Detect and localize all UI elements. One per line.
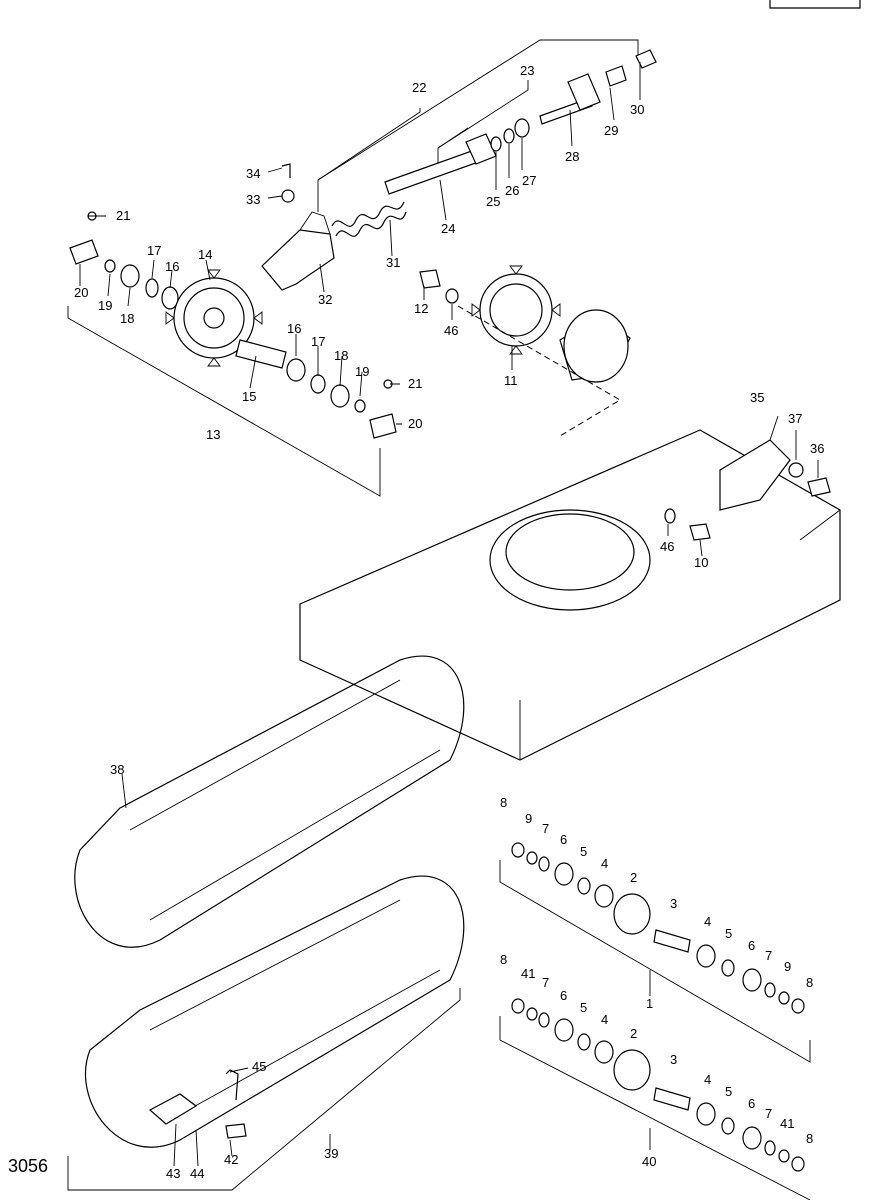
roller-group-40 <box>499 998 811 1200</box>
callout: 46 <box>660 539 674 554</box>
callout: 45 <box>252 1059 266 1074</box>
callout: 44 <box>190 1166 204 1181</box>
callout: 1 <box>646 996 653 1011</box>
callout: 6 <box>560 832 567 847</box>
callout-labels: 22 23 30 29 28 27 26 25 24 34 33 31 32 2… <box>74 63 824 1181</box>
callout: 42 <box>224 1152 238 1167</box>
callout: 7 <box>542 821 549 836</box>
callout: 5 <box>725 926 732 941</box>
roller-group-1 <box>499 842 811 1063</box>
callout: 41 <box>780 1116 794 1131</box>
callout: 8 <box>806 1131 813 1146</box>
callout: 4 <box>704 1072 711 1087</box>
callout: 2 <box>630 1026 637 1041</box>
callout: 34 <box>246 166 260 181</box>
callout: 43 <box>166 1166 180 1181</box>
callout: 7 <box>542 975 549 990</box>
callout: 6 <box>748 1096 755 1111</box>
callout: 20 <box>408 416 422 431</box>
callout: 29 <box>604 123 618 138</box>
callout: 3 <box>670 896 677 911</box>
callout: 21 <box>408 376 422 391</box>
callout: 33 <box>246 192 260 207</box>
callout: 10 <box>694 555 708 570</box>
callout: 11 <box>504 373 518 388</box>
callout: 7 <box>765 948 772 963</box>
callout: 19 <box>355 364 369 379</box>
idler-group <box>67 211 397 497</box>
callout: 25 <box>486 194 500 209</box>
callout: 31 <box>386 255 400 270</box>
callout: 23 <box>520 63 534 78</box>
callout: 5 <box>580 844 587 859</box>
callout: 9 <box>525 811 532 826</box>
callout: 4 <box>601 856 608 871</box>
callout: 39 <box>324 1146 338 1161</box>
callout: 9 <box>784 959 791 974</box>
callout: 7 <box>765 1106 772 1121</box>
tensioner-group <box>261 39 657 291</box>
diagram-code: 3056 <box>8 1156 48 1176</box>
callout: 14 <box>198 247 212 262</box>
callout: 28 <box>565 149 579 164</box>
callout: 2 <box>630 870 637 885</box>
callout: 8 <box>500 952 507 967</box>
callout: 4 <box>601 1012 608 1027</box>
callout: 32 <box>318 292 332 307</box>
callout: 17 <box>147 243 161 258</box>
callout: 18 <box>334 348 348 363</box>
track-frame <box>299 429 841 761</box>
callout: 6 <box>748 938 755 953</box>
callout: 8 <box>500 795 507 810</box>
callout: 19 <box>98 298 112 313</box>
callout: 22 <box>412 80 426 95</box>
callout: 40 <box>642 1154 656 1169</box>
callout: 36 <box>810 441 824 456</box>
callout: 27 <box>522 173 536 188</box>
callout: 6 <box>560 988 567 1003</box>
callout: 26 <box>505 183 519 198</box>
callout: 41 <box>521 966 535 981</box>
callout: 30 <box>630 102 644 117</box>
callout: 17 <box>311 334 325 349</box>
callout: 18 <box>120 311 134 326</box>
callout: 21 <box>116 208 130 223</box>
leader-lines <box>79 62 819 1167</box>
callout: 4 <box>704 914 711 929</box>
callout: 8 <box>806 975 813 990</box>
drive-group <box>419 265 631 437</box>
callout: 3 <box>670 1052 677 1067</box>
callout: 5 <box>580 1000 587 1015</box>
callout: 37 <box>788 411 802 426</box>
callout: 16 <box>165 259 179 274</box>
frame-corner <box>769 0 861 9</box>
callout: 16 <box>287 321 301 336</box>
callout: 46 <box>444 323 458 338</box>
callout: 20 <box>74 285 88 300</box>
callout: 35 <box>750 390 764 405</box>
rubber-tracks <box>67 655 465 1191</box>
callout: 5 <box>725 1084 732 1099</box>
callout: 38 <box>110 762 124 777</box>
callout: 12 <box>414 301 428 316</box>
callout: 15 <box>242 389 256 404</box>
callout: 24 <box>441 221 455 236</box>
callout: 13 <box>206 427 220 442</box>
